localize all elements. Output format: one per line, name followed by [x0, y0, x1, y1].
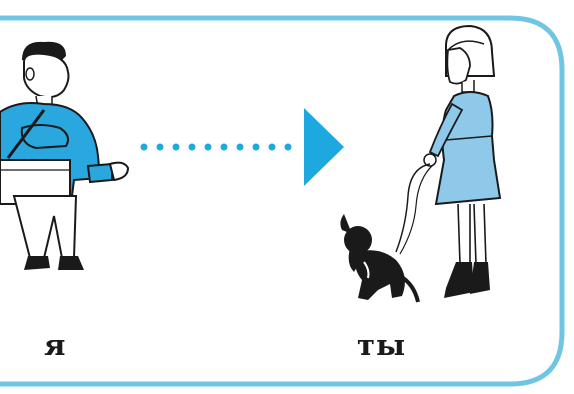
dog-figure	[340, 214, 418, 302]
dotted-right-arrow-icon	[144, 108, 344, 186]
caption-me: я	[44, 328, 66, 362]
woman-figure	[396, 26, 500, 298]
caption-you: ты	[357, 328, 406, 362]
man-figure	[0, 42, 128, 270]
